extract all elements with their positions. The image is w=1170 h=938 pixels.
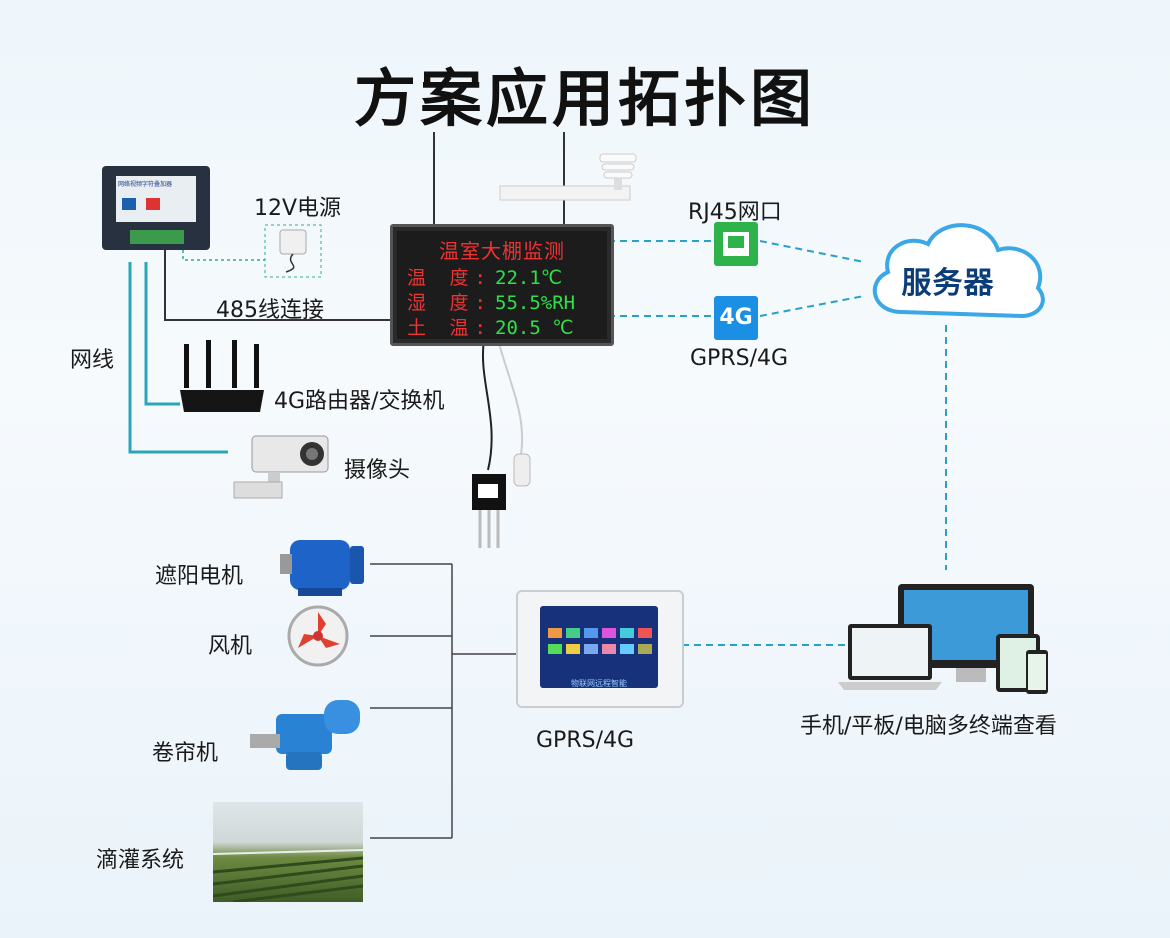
4g-badge-icon: 4G <box>714 296 758 340</box>
sensor-icon <box>472 453 531 548</box>
rs485-label: 485线连接 <box>216 298 324 323</box>
terminals-icon <box>838 584 1048 694</box>
device-face: 网络视频字符叠加器 <box>116 176 196 222</box>
display-row-humidity: 湿 度:55.5%RH <box>407 288 607 315</box>
phone-icon <box>1026 650 1048 694</box>
power-label: 12V电源 <box>254 196 342 221</box>
device-logo-icon <box>122 198 136 210</box>
gprs-top-label: GPRS/4G <box>690 346 789 371</box>
fan-icon <box>287 605 349 667</box>
controller-screen <box>540 606 658 688</box>
drip-irrigation-image <box>213 802 363 902</box>
display-value: 20.5 ℃ <box>495 317 574 339</box>
rj45-port-icon <box>714 222 758 266</box>
router-label: 4G路由器/交换机 <box>274 389 445 414</box>
display-heading: 温室大棚监测 <box>439 239 565 263</box>
rj45-label: RJ45网口 <box>688 200 782 225</box>
led-display: 温室大棚监测 温 度:22.1℃ 湿 度:55.5%RH 土 温:20.5 ℃ <box>390 224 614 346</box>
display-value: 22.1℃ <box>495 267 563 289</box>
device-badge-icon <box>146 198 160 210</box>
display-label: 土 温: <box>407 317 492 339</box>
display-value: 55.5%RH <box>495 292 576 314</box>
fan-label: 风机 <box>208 634 253 659</box>
network-cable-label: 网线 <box>70 348 115 373</box>
display-row-temperature: 温 度:22.1℃ <box>407 263 607 290</box>
terminals-label: 手机/平板/电脑多终端查看 <box>800 714 1057 739</box>
display-label: 湿 度: <box>407 292 492 314</box>
device-name: 网络视频字符叠加器 <box>118 181 173 188</box>
power-adapter-icon <box>264 224 322 278</box>
controller-box: 物联网远程智能 <box>516 590 684 708</box>
page-title: 方案应用拓扑图 <box>353 62 816 135</box>
gprs-bottom-label: GPRS/4G <box>536 728 635 753</box>
display-label: 温 度: <box>407 267 492 289</box>
weather-sensor-icon <box>499 153 637 201</box>
shade-motor-label: 遮阳电机 <box>155 564 244 589</box>
server-label: 服务器 <box>901 266 995 301</box>
curtain-machine-icon <box>250 700 360 770</box>
terminal-block <box>130 230 184 244</box>
camera-icon <box>233 435 329 499</box>
controller-caption: 物联网远程智能 <box>571 679 627 688</box>
motor-icon <box>280 540 364 596</box>
drip-irrigation-label: 滴灌系统 <box>96 848 185 873</box>
router-icon <box>180 340 264 412</box>
curtain-machine-label: 卷帘机 <box>152 741 219 766</box>
laptop-icon <box>838 624 942 690</box>
camera-label: 摄像头 <box>344 458 411 483</box>
display-row-soil-temp: 土 温:20.5 ℃ <box>407 313 607 340</box>
video-overlay-device: 网络视频字符叠加器 <box>102 166 210 250</box>
cloud-icon <box>872 223 1045 319</box>
